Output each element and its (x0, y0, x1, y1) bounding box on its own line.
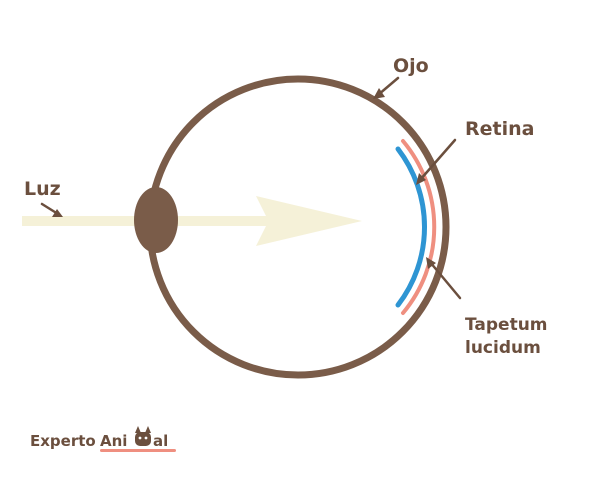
cat-icon (135, 426, 151, 446)
tapetum-lucidum-layer (401, 139, 437, 315)
light-pointer-arrowhead (52, 209, 63, 217)
logo-text-experto: Experto (30, 432, 96, 450)
tapetum-pointer (428, 260, 462, 300)
tapetum-pointer-arrowhead (426, 257, 436, 269)
eye-label: Ojo (393, 55, 429, 77)
tapetum-label-line1: Tapetum (465, 315, 548, 335)
logo-text-al: al (153, 432, 168, 450)
retina-pointer-arrowhead (416, 173, 426, 185)
eye-pointer-arrowhead (373, 88, 385, 99)
experto-animal-logo: Experto Ani al (30, 426, 176, 452)
logo-underline (100, 449, 176, 452)
lens (134, 187, 178, 253)
tapetum-label-line2: lucidum (465, 338, 541, 358)
logo-text-ani: Ani (100, 432, 127, 450)
light-beam-arrow (22, 196, 362, 246)
light-label: Luz (24, 178, 61, 200)
retina-label: Retina (465, 118, 534, 140)
retina-pointer (418, 138, 457, 182)
retina-layer (395, 146, 428, 308)
